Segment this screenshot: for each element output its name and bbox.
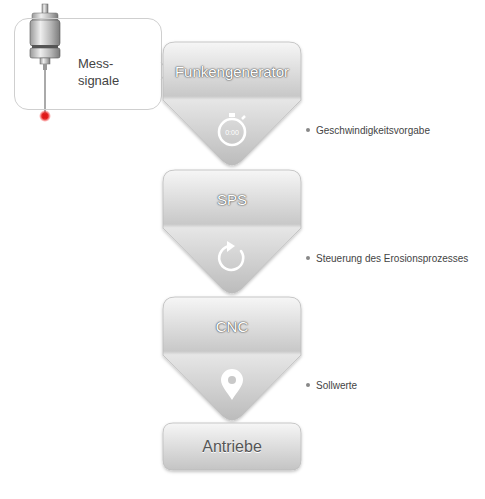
drive-box: Antriebe (163, 423, 301, 470)
cycle-icon (219, 241, 243, 270)
process-box: CNC (163, 297, 301, 422)
box-shape (163, 42, 301, 167)
pin-icon (221, 369, 243, 400)
box-label: Funkengenerator (163, 42, 301, 100)
callout-bubble: Mess- signale (14, 18, 162, 110)
box-label: CNC (163, 297, 301, 355)
stopwatch-digits: 0:00 (225, 129, 239, 136)
side-label: Sollwerte (316, 380, 357, 391)
box-label: Antriebe (163, 423, 301, 470)
side-label: Steuerung des Erosionsprozesses (316, 253, 468, 264)
process-box: Funkengenerator (163, 42, 301, 167)
leader-dots (306, 128, 310, 387)
process-box: SPS (163, 170, 301, 295)
bubble-text: Mess- signale (78, 55, 138, 89)
side-label: Geschwindigkeitsvorgabe (316, 125, 430, 136)
probe-illustration (30, 4, 60, 122)
watch-icon (219, 113, 245, 145)
box-label: SPS (163, 170, 301, 228)
box-shape (163, 170, 301, 295)
box-shape (163, 297, 301, 422)
